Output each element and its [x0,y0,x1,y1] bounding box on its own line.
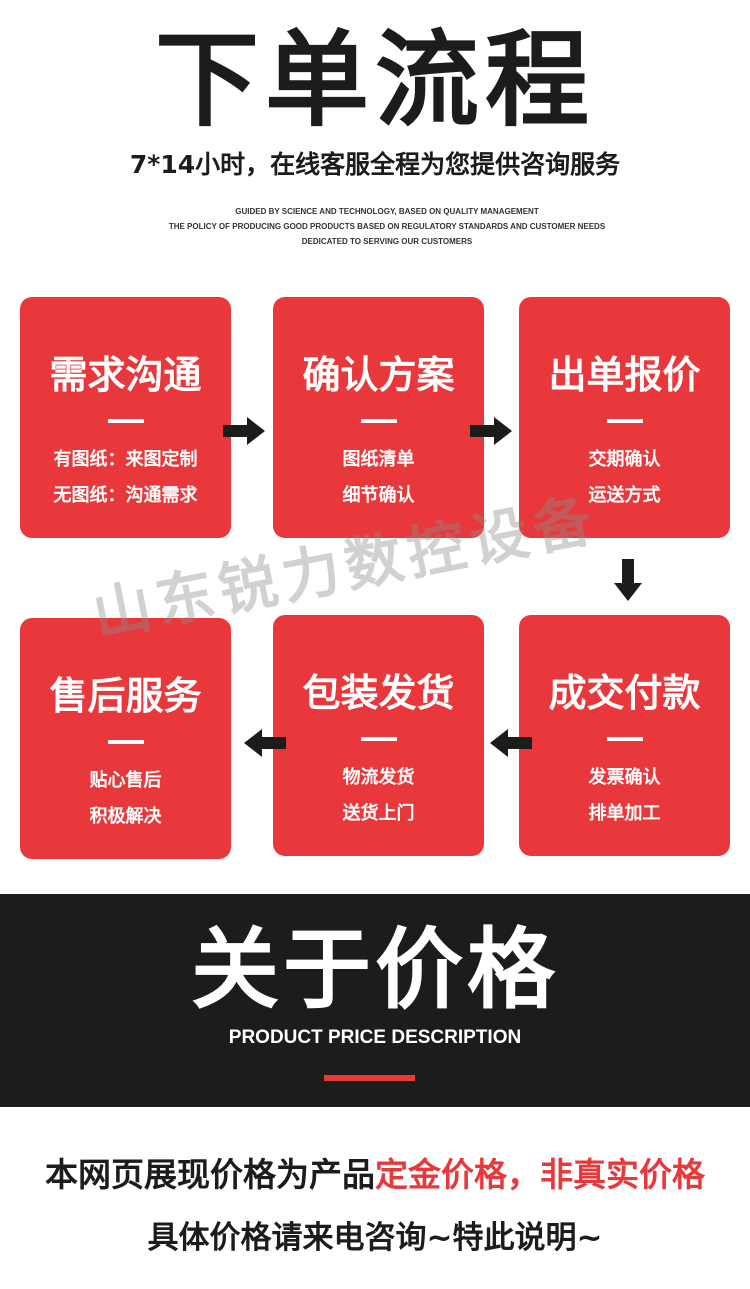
arrow-left-icon [244,729,286,757]
notice-text: 本网页展现价格为产品 [45,1155,375,1194]
page-title: 下单流程 [154,19,595,141]
step-line-2: 积极解决 [89,806,162,827]
price-title: 关于价格 [190,918,559,1021]
step-title: 需求沟通 [49,353,202,397]
price-banner [0,894,750,1107]
step-divider [108,419,144,423]
step-line-2: 运送方式 [588,485,661,506]
step-line-1: 发票确认 [588,767,661,788]
notice-highlight: 定金价格，非真实价格 [375,1155,705,1194]
english-line-2: THE POLICY OF PRODUCING GOOD PRODUCTS BA… [168,222,606,231]
step-card-confirm-plan: 确认方案 图纸清单 细节确认 [273,297,484,538]
step-divider [108,740,144,744]
arrow-left-icon [490,729,532,757]
price-notice-line-2: 具体价格请来电咨询~特此说明~ [147,1220,603,1256]
step-card-requirements: 需求沟通 有图纸：来图定制 无图纸：沟通需求 [20,297,231,538]
arrow-right-icon [470,417,512,445]
price-accent-bar [324,1075,415,1081]
step-title: 包装发货 [302,671,455,715]
price-subtitle: PRODUCT PRICE DESCRIPTION [228,1027,522,1048]
step-divider [361,737,397,741]
step-line-2: 无图纸：沟通需求 [53,485,198,506]
step-line-2: 细节确认 [342,485,415,506]
page-subtitle: 7*14小时，在线客服全程为您提供咨询服务 [129,150,621,179]
step-title: 售后服务 [49,674,202,718]
step-title: 成交付款 [548,671,701,715]
arrow-down-icon [614,559,642,601]
step-line-2: 排单加工 [588,803,661,824]
step-line-1: 有图纸：来图定制 [53,449,198,470]
price-notice-line-1: 本网页展现价格为产品定金价格，非真实价格 [0,1153,750,1197]
step-card-quote: 出单报价 交期确认 运送方式 [519,297,730,538]
english-line-1: GUIDED BY SCIENCE AND TECHNOLOGY, BASED … [235,207,539,216]
step-title: 确认方案 [302,353,455,397]
step-card-payment: 成交付款 发票确认 排单加工 [519,615,730,856]
step-line-2: 送货上门 [342,803,415,824]
step-line-1: 贴心售后 [89,770,162,791]
step-divider [361,419,397,423]
step-card-after-sales: 售后服务 贴心售后 积极解决 [20,618,231,859]
english-line-3: DEDICATED TO SERVING OUR CUSTOMERS [301,237,473,246]
arrow-right-icon [223,417,265,445]
step-line-1: 物流发货 [342,767,415,788]
step-title: 出单报价 [548,353,701,397]
step-line-1: 图纸清单 [342,449,415,470]
step-divider [607,419,643,423]
step-line-1: 交期确认 [588,449,661,470]
step-divider [607,737,643,741]
step-card-shipping: 包装发货 物流发货 送货上门 [273,615,484,856]
